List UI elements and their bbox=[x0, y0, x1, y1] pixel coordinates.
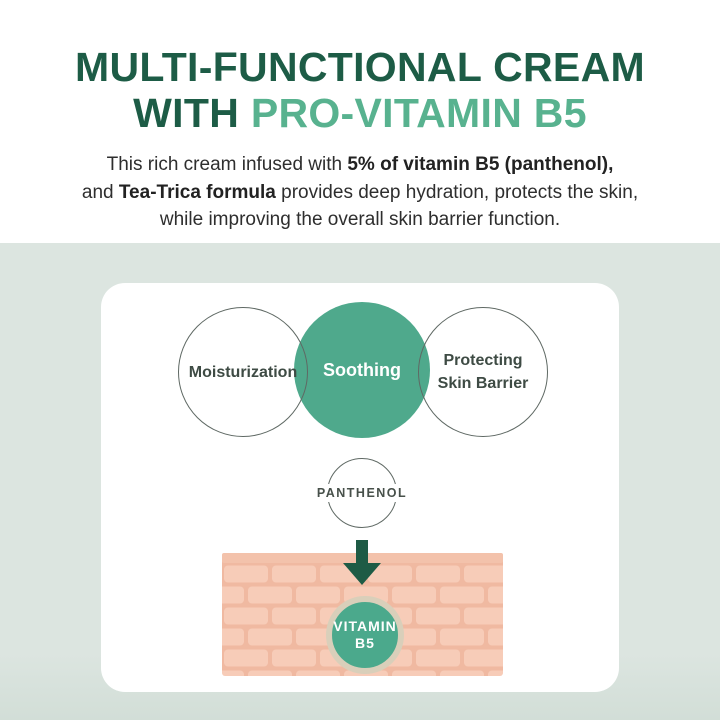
title-line2-highlight: PRO-VITAMIN B5 bbox=[250, 90, 587, 136]
vitamin-b5-label-line1: VITAMIN bbox=[333, 618, 397, 634]
vitamin-b5-label-line2: B5 bbox=[355, 635, 375, 651]
description-line1: This rich cream infused with 5% of vitam… bbox=[0, 151, 720, 179]
description-line1-bold: 5% of vitamin B5 (panthenol), bbox=[347, 154, 614, 175]
benefit-circle-protecting-skin-barrier: Protecting Skin Barrier bbox=[418, 307, 548, 437]
panthenol-label: PANTHENOL bbox=[311, 484, 413, 502]
description-line2-text-a: and bbox=[81, 181, 119, 203]
benefit-label-soothing: Soothing bbox=[323, 359, 401, 380]
description-line2-bold: Tea-Trica formula bbox=[118, 181, 276, 203]
benefit-label-protecting-line2: Skin Barrier bbox=[437, 375, 529, 392]
title-line2-prefix: WITH bbox=[133, 90, 251, 136]
title-line1: MULTI-FUNCTIONAL CREAM bbox=[75, 44, 645, 90]
page-title: MULTI-FUNCTIONAL CREAM WITH PRO-VITAMIN … bbox=[0, 44, 720, 136]
description-line2: and Tea-Trica formula provides deep hydr… bbox=[0, 179, 720, 207]
description-line2-text-b: provides deep hydration, protects the sk… bbox=[275, 181, 639, 203]
benefit-label-protecting-line1: Protecting bbox=[443, 352, 523, 369]
description-line3-text: while improving the overall skin barrier… bbox=[159, 209, 561, 230]
product-description: This rich cream infused with 5% of vitam… bbox=[0, 151, 720, 234]
down-arrow-icon bbox=[356, 540, 368, 565]
description-line3: while improving the overall skin barrier… bbox=[0, 206, 720, 234]
benefit-circle-soothing: Soothing bbox=[294, 302, 430, 438]
description-line1-text: This rich cream infused with bbox=[106, 154, 348, 175]
vitamin-b5-circle: VITAMIN B5 bbox=[326, 596, 404, 674]
down-arrow-head-icon bbox=[343, 563, 381, 585]
benefit-label-moisturization: Moisturization bbox=[188, 363, 298, 381]
benefits-card: Moisturization Soothing Protecting Skin … bbox=[101, 283, 619, 692]
benefit-circle-moisturization: Moisturization bbox=[178, 307, 308, 437]
